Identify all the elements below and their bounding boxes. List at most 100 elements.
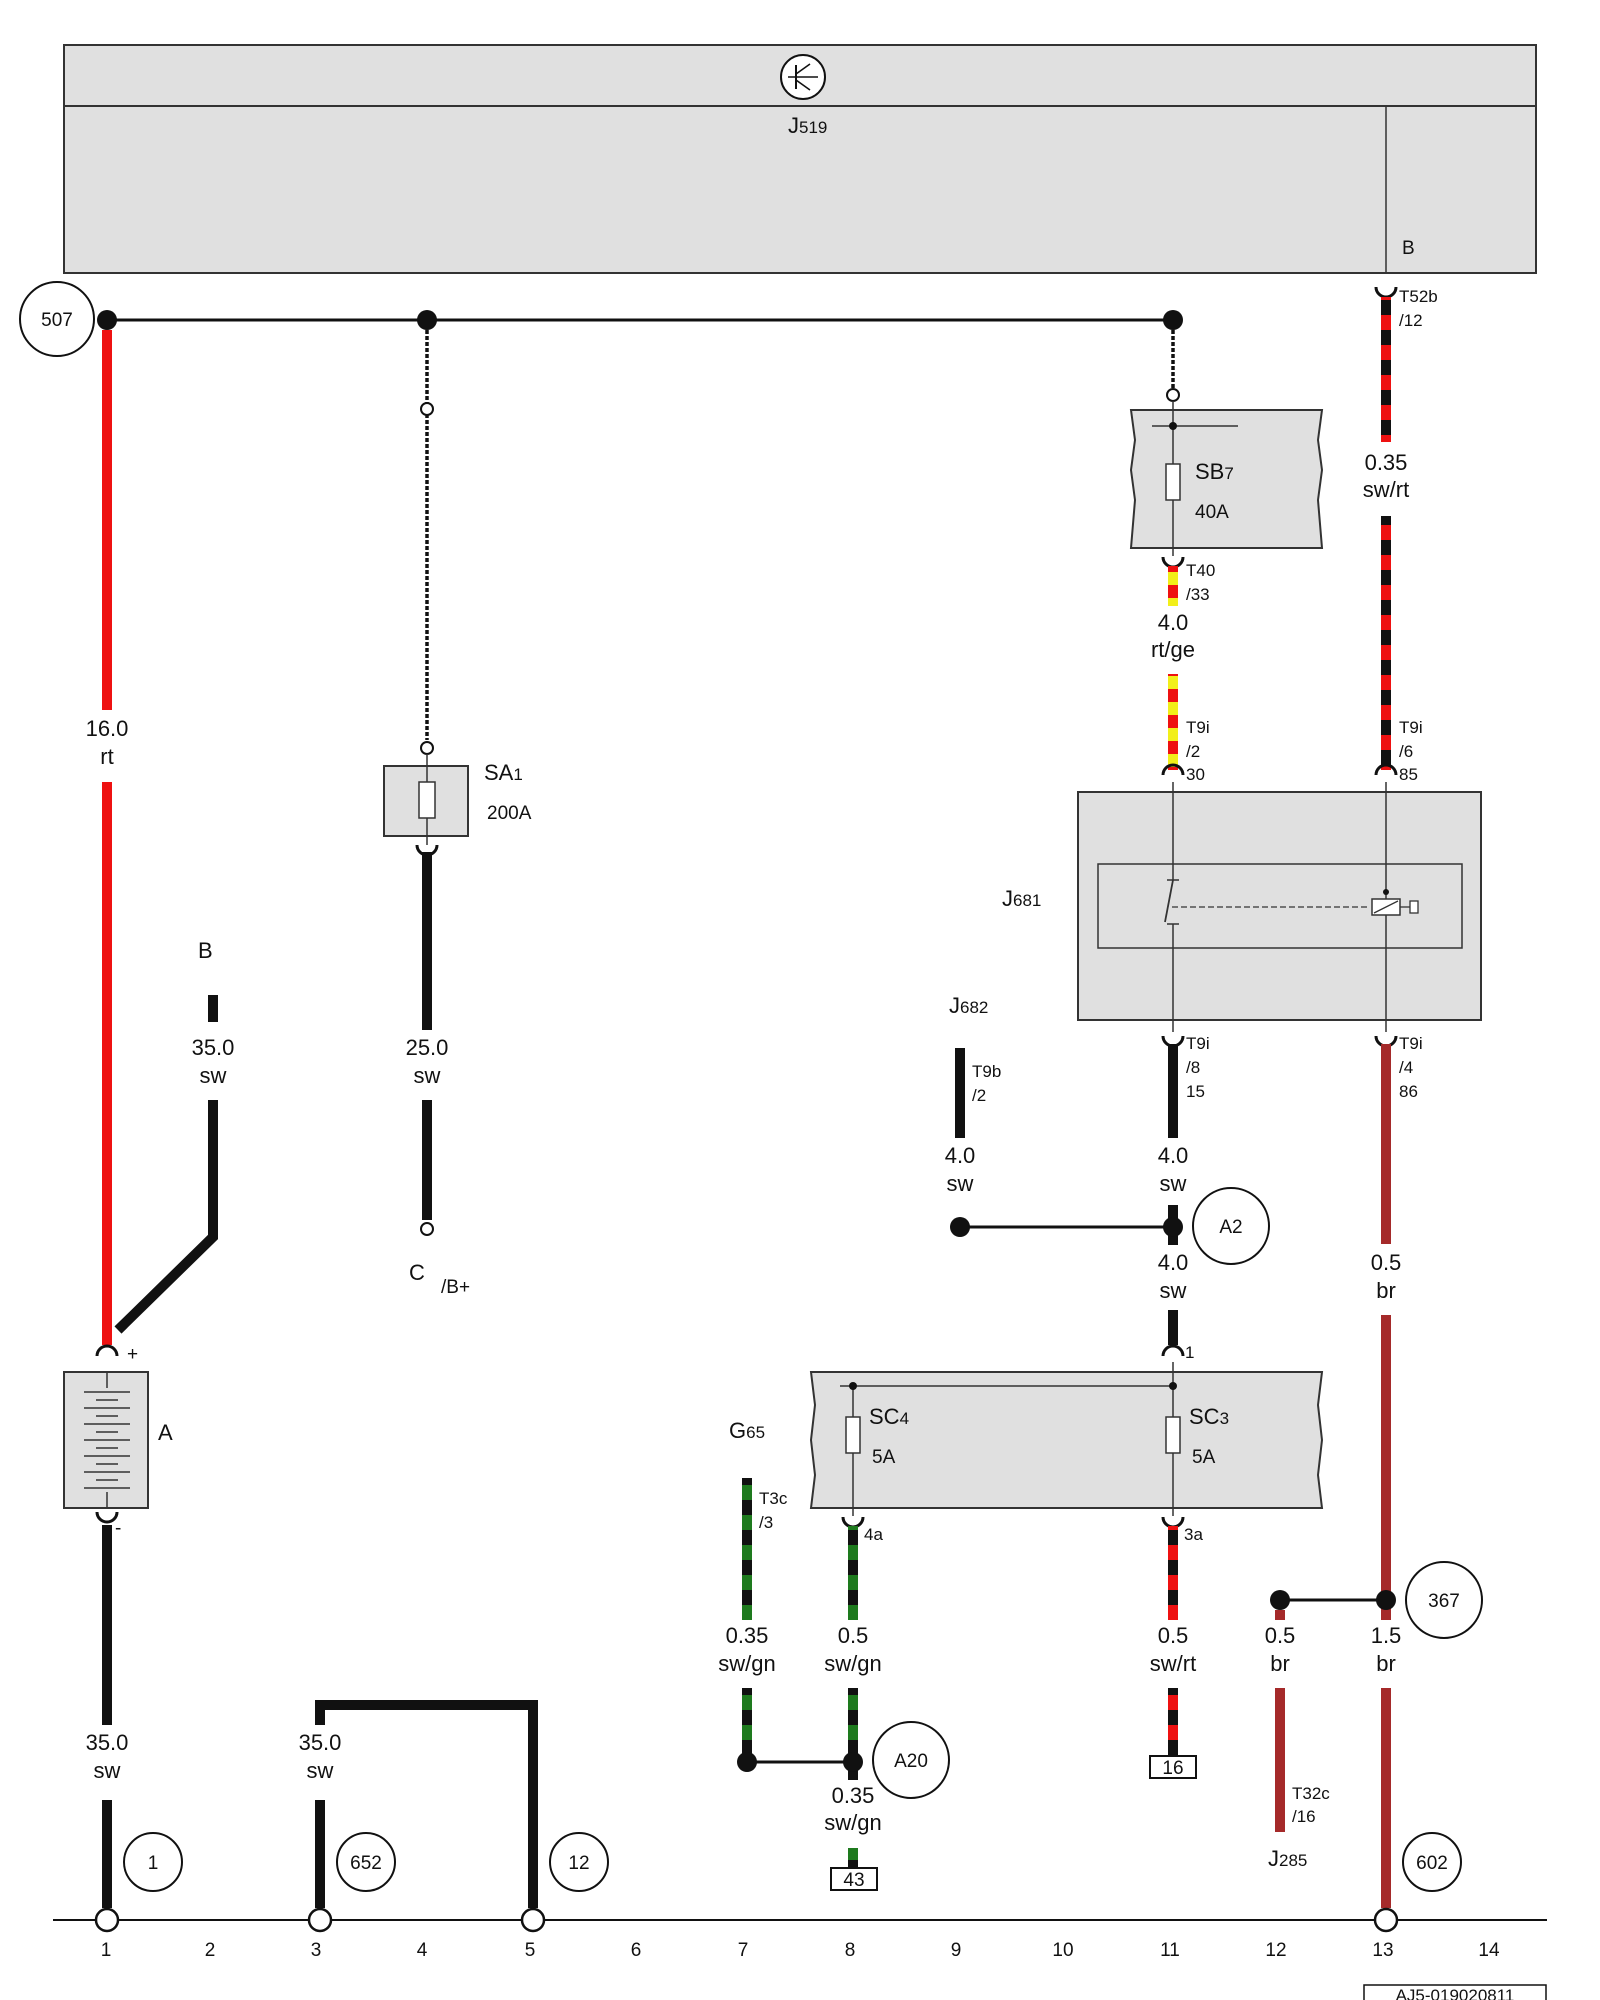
svg-text:/6: /6 xyxy=(1399,742,1413,761)
svg-text:35.0: 35.0 xyxy=(192,1035,235,1060)
electronic-unit-icon xyxy=(780,54,826,100)
svg-text:sw/rt: sw/rt xyxy=(1363,477,1409,502)
svg-text:507: 507 xyxy=(41,310,73,331)
svg-text:30: 30 xyxy=(1186,765,1205,784)
control-unit-j519: J519 B xyxy=(63,44,1537,274)
battery-a: + - A xyxy=(63,1344,173,1539)
svg-text:/2: /2 xyxy=(1186,742,1200,761)
svg-text:/8: /8 xyxy=(1186,1058,1200,1077)
svg-text:5: 5 xyxy=(525,1940,536,1961)
svg-text:G65: G65 xyxy=(729,1418,765,1443)
svg-text:0.5: 0.5 xyxy=(838,1623,869,1648)
svg-text:40A: 40A xyxy=(1195,502,1229,523)
ref-circle-1: 1 xyxy=(123,1832,183,1892)
svg-text:/B+: /B+ xyxy=(441,1277,470,1298)
svg-text:sw/gn: sw/gn xyxy=(824,1810,881,1835)
svg-text:35.0: 35.0 xyxy=(86,1730,129,1755)
fuse-block-sc: SC4 5A SC3 5A 4a 3a xyxy=(809,1362,1324,1544)
terminal-c: C xyxy=(409,1260,425,1285)
svg-text:85: 85 xyxy=(1399,765,1418,784)
svg-text:13: 13 xyxy=(1372,1940,1393,1961)
svg-text:200A: 200A xyxy=(487,803,532,824)
svg-text:br: br xyxy=(1270,1651,1290,1676)
svg-text:652: 652 xyxy=(350,1853,382,1874)
svg-text:sw/rt: sw/rt xyxy=(1150,1651,1196,1676)
svg-text:7: 7 xyxy=(738,1940,749,1961)
wire-bus-to-sa1 xyxy=(420,330,434,755)
svg-text:T52b: T52b xyxy=(1399,287,1438,306)
svg-text:T9i: T9i xyxy=(1186,1034,1210,1053)
ref-circle-12: 12 xyxy=(549,1832,609,1892)
wire-05-swrt: 0.5 sw/rt 16 xyxy=(1149,1526,1197,1779)
svg-text:16.0: 16.0 xyxy=(86,716,129,741)
svg-text:367: 367 xyxy=(1428,1591,1460,1612)
svg-text:+: + xyxy=(127,1344,138,1365)
svg-text:A20: A20 xyxy=(894,1751,928,1772)
fuse-icon xyxy=(1165,463,1181,501)
svg-text:1: 1 xyxy=(101,1940,112,1961)
svg-text:0.5: 0.5 xyxy=(1158,1623,1189,1648)
svg-text:sw: sw xyxy=(947,1171,974,1196)
svg-text:4.0: 4.0 xyxy=(945,1143,976,1168)
wire-05-swgn: 0.5 sw/gn 0.35 sw/gn 43 xyxy=(737,1526,882,1891)
svg-text:12: 12 xyxy=(568,1853,589,1874)
svg-text:14: 14 xyxy=(1478,1940,1500,1961)
svg-text:sw: sw xyxy=(200,1063,227,1088)
svg-text:16: 16 xyxy=(1162,1758,1183,1779)
svg-text:br: br xyxy=(1376,1651,1396,1676)
fuse-icon xyxy=(845,1416,861,1454)
svg-text:T9i: T9i xyxy=(1186,718,1210,737)
svg-text:0.5: 0.5 xyxy=(1265,1623,1296,1648)
fuse-icon xyxy=(418,781,436,819)
svg-text:sw/gn: sw/gn xyxy=(824,1651,881,1676)
relay-switch-icon xyxy=(1164,879,1370,925)
svg-text:AJ5-019020811: AJ5-019020811 xyxy=(1396,1986,1515,2000)
svg-text:6: 6 xyxy=(631,1940,642,1961)
svg-text:8: 8 xyxy=(845,1940,856,1961)
j519-label: J519 xyxy=(788,113,827,138)
svg-text:0.35: 0.35 xyxy=(1365,450,1408,475)
sensor-g65: G65 T3c /3 0.35 sw/gn xyxy=(718,1418,788,1762)
svg-text:sw/gn: sw/gn xyxy=(718,1651,775,1676)
bus-507 xyxy=(97,310,1183,330)
svg-text:T32c: T32c xyxy=(1292,1784,1330,1803)
ref-circle-507: 507 xyxy=(19,281,95,357)
svg-text:0.35: 0.35 xyxy=(832,1783,875,1808)
svg-text:SC3: SC3 xyxy=(1189,1404,1229,1429)
svg-text:T9i: T9i xyxy=(1399,718,1423,737)
fuse-icon xyxy=(1165,1416,1181,1454)
svg-text:35.0: 35.0 xyxy=(299,1730,342,1755)
wire-25-sw: 25.0 sw C /B+ xyxy=(406,852,470,1298)
wire-15-br: 1.5 br xyxy=(1270,1590,1401,1908)
svg-text:15: 15 xyxy=(1186,1082,1205,1101)
svg-text:11: 11 xyxy=(1160,1940,1180,1961)
svg-text:T40: T40 xyxy=(1186,561,1215,580)
svg-text:2: 2 xyxy=(205,1940,216,1961)
svg-text:SB7: SB7 xyxy=(1195,459,1234,484)
ref-circle-a20: A20 xyxy=(872,1721,950,1799)
wire-4-sw-j682: J682 T9b /2 4.0 sw xyxy=(945,993,1173,1237)
svg-text:10: 10 xyxy=(1052,1940,1073,1961)
relay-coil-icon xyxy=(1371,782,1419,1032)
svg-text:/16: /16 xyxy=(1292,1807,1316,1826)
svg-text:B: B xyxy=(198,938,213,963)
wire-35-sw-to-b: B 35.0 sw xyxy=(114,938,235,1334)
svg-text:/4: /4 xyxy=(1399,1058,1413,1077)
svg-text:1: 1 xyxy=(148,1853,159,1874)
svg-text:1: 1 xyxy=(1185,1343,1194,1362)
battery-icon xyxy=(84,1372,130,1508)
svg-text:SA1: SA1 xyxy=(484,760,523,785)
svg-text:T9i: T9i xyxy=(1399,1034,1423,1053)
ground-ruler: 1 2 3 4 5 6 7 8 9 10 11 12 13 14 xyxy=(53,1907,1547,1961)
j519-pin-b: B xyxy=(1402,238,1415,259)
wire-05-br-j285: 0.5 br T32c /16 J285 xyxy=(1265,1610,1330,1871)
svg-text:br: br xyxy=(1376,1278,1396,1303)
svg-text:4.0: 4.0 xyxy=(1158,1250,1189,1275)
j682-label: J682 xyxy=(949,993,988,1018)
svg-text:0.35: 0.35 xyxy=(726,1623,769,1648)
svg-text:/12: /12 xyxy=(1399,311,1423,330)
svg-text:3: 3 xyxy=(311,1940,322,1961)
svg-text:5A: 5A xyxy=(872,1447,896,1468)
wire-35-sw-loop: 35.0 sw xyxy=(299,1700,538,1908)
svg-text:86: 86 xyxy=(1399,1082,1418,1101)
